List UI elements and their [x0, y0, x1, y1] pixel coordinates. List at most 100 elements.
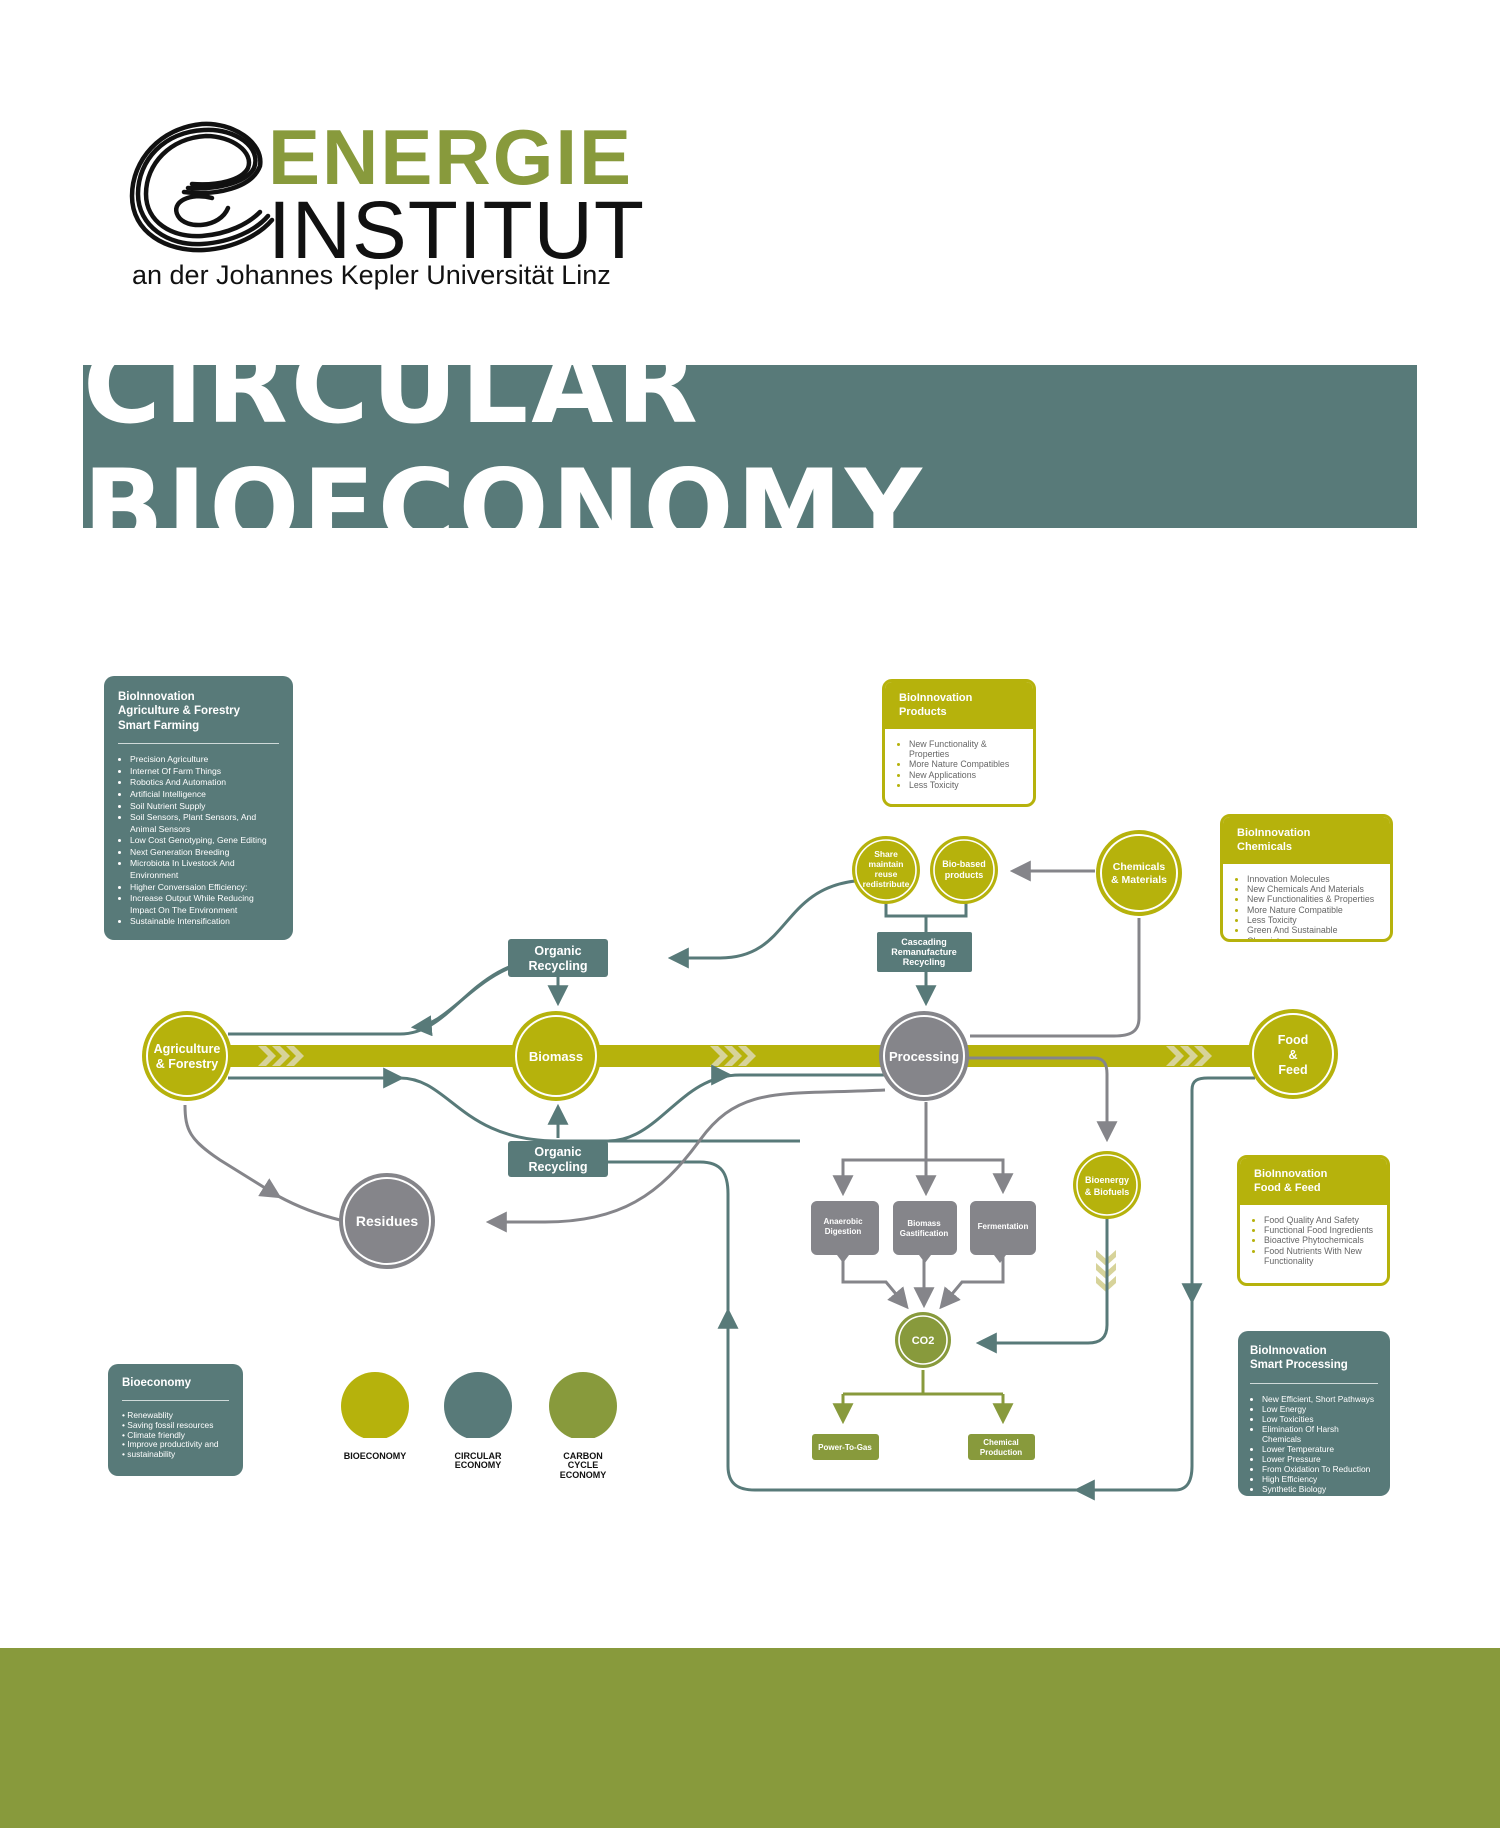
- node-food-feed: Food & Feed: [1248, 1009, 1338, 1099]
- box-power-to-gas: Power-To-Gas: [812, 1434, 879, 1460]
- list-item: Microbiota In Livestock And Environment: [130, 858, 279, 881]
- box-chemical-production-line1: Chemical: [983, 1438, 1019, 1447]
- box-organic-recycling-bottom: Organic Recycling: [508, 1141, 608, 1177]
- list-item: New Functionalities & Properties: [1247, 894, 1380, 904]
- node-food-line1: Food: [1278, 1033, 1309, 1047]
- list-item: Lower Temperature: [1262, 1444, 1378, 1454]
- node-share-line2: maintain: [869, 859, 904, 869]
- list-item: Internet Of Farm Things: [130, 766, 279, 778]
- box-organic-bottom-line1: Organic: [534, 1145, 581, 1159]
- panel-agri-title-line1: BioInnovation: [118, 691, 195, 703]
- logo-subtitle: an der Johannes Kepler Universität Linz: [132, 260, 611, 290]
- circular-bioeconomy-diagram: Organic Recycling Organic Recycling Casc…: [142, 830, 1338, 1501]
- node-food-line3: Feed: [1278, 1063, 1307, 1077]
- list-item: • Improve productivity and: [122, 1439, 219, 1450]
- box-cascading-line3: Recycling: [903, 957, 946, 967]
- list-item: Increase Output While Reducing Impact On…: [130, 893, 279, 916]
- box-cascading-line1: Cascading: [901, 937, 947, 947]
- panel-food-feed: BioInnovation Food & Feed Food Quality A…: [1237, 1155, 1390, 1286]
- panel-agri-divider: [118, 743, 279, 745]
- list-item: New Applications: [909, 770, 1023, 780]
- node-agriculture-forestry: Agriculture & Forestry: [142, 1011, 232, 1101]
- box-fermentation-label: Fermentation: [978, 1222, 1029, 1231]
- list-item: Elimination Of Harsh Chemicals: [1262, 1424, 1378, 1444]
- panel-chemicals-title-line1: BioInnovation: [1237, 827, 1311, 839]
- list-item: More Nature Compatibles: [909, 759, 1023, 769]
- panel-bioeconomy-list: • Renewablity • Saving fossil resources …: [122, 1411, 229, 1459]
- list-item: • Saving fossil resources: [122, 1420, 214, 1431]
- node-agriculture-line1: Agriculture: [154, 1042, 221, 1056]
- box-cascading: Cascading Remanufacture Recycling: [877, 932, 972, 972]
- list-item: Synthetic Biology: [1262, 1484, 1378, 1494]
- node-bioenergy-biofuels: Bioenergy & Biofuels: [1073, 1151, 1141, 1219]
- box-anaerobic-line2: Digestion: [825, 1227, 862, 1236]
- panel-food-title: BioInnovation Food & Feed: [1240, 1158, 1387, 1205]
- node-chemicals-line1: Chemicals: [1113, 861, 1166, 873]
- legend-swatch-circular: [444, 1372, 512, 1438]
- list-item: Low Energy: [1262, 1404, 1378, 1414]
- node-biobased-line1: Bio-based: [942, 859, 986, 869]
- panel-agri-title-line3: Smart Farming: [118, 719, 200, 732]
- legend-swatch-carbon: [549, 1372, 617, 1438]
- panel-processing-title-line2: Smart Processing: [1250, 1359, 1348, 1372]
- list-item: Soil Sensors, Plant Sensors, And Animal …: [130, 812, 279, 835]
- list-item: Soil Nutrient Supply: [130, 801, 279, 813]
- node-bioenergy-line1: Bioenergy: [1085, 1175, 1129, 1185]
- node-residues-label: Residues: [356, 1213, 418, 1229]
- list-item: Functional Food Ingredients: [1264, 1225, 1377, 1235]
- node-co2-label: CO2: [912, 1335, 935, 1347]
- box-organic-recycling-top: Organic Recycling: [508, 939, 608, 977]
- panel-food-title-line1: BioInnovation: [1254, 1168, 1328, 1180]
- list-item: • Climate friendly: [122, 1429, 185, 1440]
- box-power-to-gas-label: Power-To-Gas: [818, 1443, 872, 1452]
- node-biobased-line2: products: [945, 870, 984, 880]
- panel-food-list: Food Quality And Safety Functional Food …: [1240, 1205, 1387, 1273]
- list-item: New Chemicals And Materials: [1247, 884, 1380, 894]
- node-chemicals-materials: Chemicals & Materials: [1096, 830, 1182, 916]
- node-processing-label: Processing: [889, 1049, 959, 1064]
- panel-processing-title-line1: BioInnovation: [1250, 1345, 1327, 1357]
- node-bio-based-products: Bio-based products: [930, 836, 998, 904]
- node-share-line1: Share: [874, 849, 898, 859]
- node-residues: Residues: [339, 1173, 435, 1269]
- panel-products-list: New Functionality & Properties More Natu…: [885, 729, 1033, 797]
- box-anaerobic-digestion: Anaerobic Digestion: [811, 1201, 879, 1263]
- list-item: Low Cost Genotyping, Gene Editing: [130, 835, 279, 847]
- box-organic-top-line2: Recycling: [528, 959, 587, 973]
- panel-agri-title-line2: Agriculture & Forestry: [118, 705, 241, 718]
- panel-products-title: BioInnovation Products: [885, 682, 1033, 729]
- list-item: Next Generation Breeding: [130, 847, 279, 859]
- list-item: • Renewablity: [122, 1410, 173, 1421]
- title-banner: CIRCULAR BIOECONOMY: [83, 324, 1417, 570]
- panel-chemicals-title-line2: Chemicals: [1237, 840, 1293, 853]
- box-gastification-line1: Biomass: [907, 1219, 941, 1228]
- list-item: More Nature Compatible: [1247, 905, 1380, 915]
- panel-processing-title: BioInnovation Smart Processing: [1250, 1344, 1378, 1373]
- panel-agri-title: BioInnovation Agriculture & Forestry Sma…: [118, 690, 279, 733]
- panel-processing-list: New Efficient, Short Pathways Low Energy…: [1250, 1394, 1378, 1495]
- node-biomass-label: Biomass: [529, 1049, 583, 1064]
- logo-word-institut: INSTITUT: [268, 185, 645, 276]
- list-item: Green And Sustainable Chemistryn: [1247, 925, 1380, 939]
- list-item: Bioactive Phytochemicals: [1264, 1235, 1377, 1245]
- logo-word-energie: ENERGIE: [268, 113, 634, 201]
- node-food-line2: &: [1288, 1048, 1297, 1062]
- legend-swatches: [341, 1372, 617, 1438]
- panel-food-title-line2: Food & Feed: [1254, 1181, 1321, 1194]
- list-item: Food Nutrients With New Functionality: [1264, 1246, 1377, 1267]
- footer-bar: [0, 1648, 1500, 1828]
- main-flow-band: [185, 1045, 1335, 1067]
- box-anaerobic-line1: Anaerobic: [823, 1217, 863, 1226]
- panel-products: BioInnovation Products New Functionality…: [882, 679, 1036, 807]
- box-organic-top-line1: Organic: [534, 944, 581, 958]
- node-co2: CO2: [895, 1312, 951, 1368]
- box-fermentation: Fermentation: [970, 1201, 1036, 1263]
- list-item: Innovation Molecules: [1247, 874, 1380, 884]
- panel-bioeconomy-divider: [122, 1400, 229, 1402]
- list-item: New Functionality & Properties: [909, 739, 1023, 760]
- list-item: Low Toxicities: [1262, 1414, 1378, 1424]
- list-item: Higher Conversaion Efficiency:: [130, 882, 279, 894]
- list-item: Sustainable Intensification: [130, 916, 279, 928]
